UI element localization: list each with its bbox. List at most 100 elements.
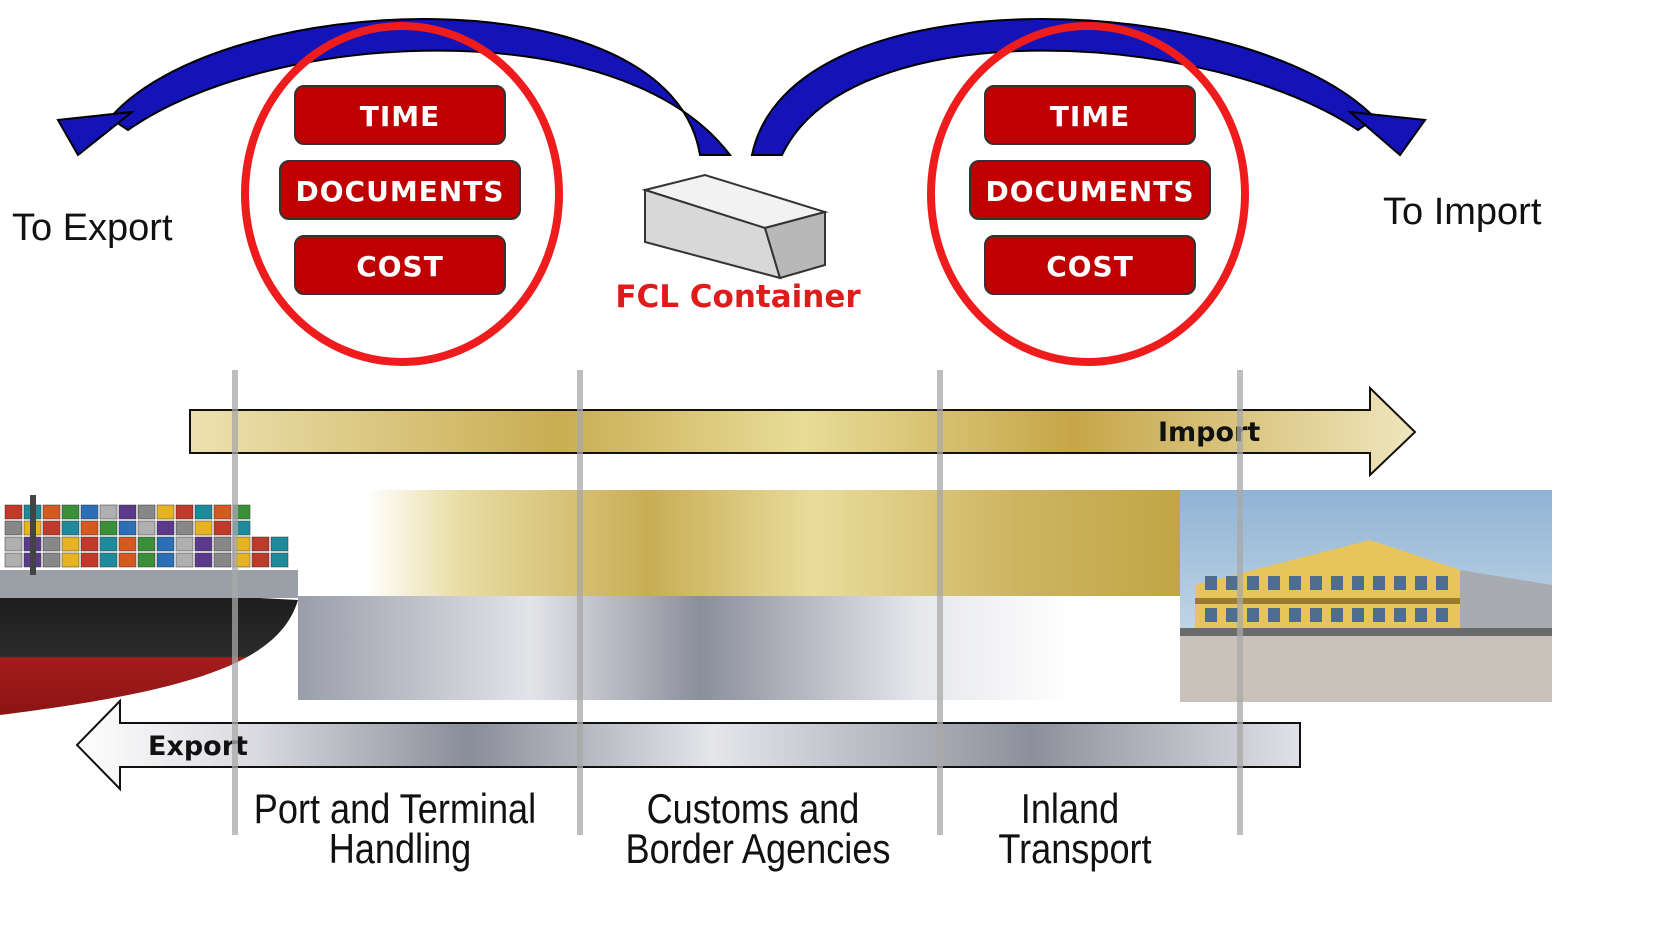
ship-container-block <box>175 504 194 520</box>
export-arrow <box>75 698 1301 792</box>
ship-container-block <box>118 552 137 568</box>
warehouse-image <box>1180 490 1552 702</box>
to-export-label: To Export <box>12 207 173 249</box>
export-arrow-label: Export <box>148 731 248 762</box>
stage-dividers <box>232 370 1243 835</box>
import-arrow-label: Import <box>1158 417 1260 448</box>
ship-container-block <box>137 504 156 520</box>
warehouse-window <box>1268 576 1280 590</box>
warehouse-window <box>1331 576 1343 590</box>
ship-container-block <box>194 536 213 552</box>
ship-container-block <box>175 552 194 568</box>
warehouse-window <box>1373 576 1385 590</box>
warehouse-window <box>1415 576 1427 590</box>
ship-container-block <box>61 504 80 520</box>
ship-container-block <box>270 552 289 568</box>
ship-container-block <box>4 552 23 568</box>
warehouse-window <box>1226 608 1238 622</box>
warehouse-window <box>1205 608 1217 622</box>
stage-inland-line2: Transport <box>998 827 1151 873</box>
warehouse-window <box>1289 608 1301 622</box>
to-import-label: To Import <box>1383 191 1542 233</box>
stage-divider <box>577 370 583 835</box>
ship-container-block <box>61 552 80 568</box>
stage-label-customs: Customs and Border Agencies <box>626 787 891 873</box>
warehouse-window <box>1436 608 1448 622</box>
stage-port-line1: Port and Terminal <box>254 787 536 833</box>
warehouse-window <box>1415 608 1427 622</box>
gold-band <box>365 490 1180 596</box>
warehouse-window <box>1373 608 1385 622</box>
stage-divider <box>232 370 238 835</box>
silver-band <box>298 596 1073 700</box>
ship-container-block <box>156 520 175 536</box>
stage-customs-line2: Border Agencies <box>626 827 891 873</box>
warehouse-window <box>1289 576 1301 590</box>
ship-container-block <box>4 520 23 536</box>
stage-label-inland: Inland Transport <box>998 787 1151 873</box>
ship-container-block <box>42 504 61 520</box>
ship-container-block <box>156 552 175 568</box>
warehouse-window <box>1394 576 1406 590</box>
ship-container-block <box>137 520 156 536</box>
ship-container-block <box>61 520 80 536</box>
ship-container-block <box>137 552 156 568</box>
stage-divider <box>1237 370 1243 835</box>
stage-port-line2: Handling <box>329 827 472 873</box>
import-arrow <box>189 385 1417 478</box>
warehouse-window <box>1247 608 1259 622</box>
warehouse-window <box>1436 576 1448 590</box>
right-cost-box <box>984 235 1196 295</box>
left-documents-box <box>279 160 521 220</box>
ship-container-block <box>270 536 289 552</box>
ship-container-block <box>213 520 232 536</box>
ship-container-block <box>137 536 156 552</box>
warehouse-window <box>1352 576 1364 590</box>
left-cost-box <box>294 235 506 295</box>
stage-customs-line1: Customs and <box>647 787 860 833</box>
ship-container-block <box>4 504 23 520</box>
stage-inland-line1: Inland <box>1021 787 1119 833</box>
warehouse-window <box>1268 608 1280 622</box>
warehouse-window <box>1310 576 1322 590</box>
ship-container-block <box>80 520 99 536</box>
fcl-container-icon <box>641 173 829 280</box>
right-documents-box <box>969 160 1211 220</box>
left-documents-label: DOCUMENTS <box>295 175 504 208</box>
left-time-label: TIME <box>360 100 441 133</box>
ship-container-block <box>156 504 175 520</box>
left-red-circle <box>241 22 563 366</box>
ship-container-block <box>194 504 213 520</box>
ship-container-block <box>118 536 137 552</box>
ship-container-block <box>251 552 270 568</box>
right-documents-label: DOCUMENTS <box>985 175 1194 208</box>
warehouse-window <box>1352 608 1364 622</box>
ship-container-block <box>99 536 118 552</box>
right-factor-group: TIME DOCUMENTS COST <box>927 22 1249 366</box>
ship-container-block <box>99 520 118 536</box>
ship-container-block <box>156 536 175 552</box>
ship-container-block <box>175 520 194 536</box>
to-import-curve-arrow <box>750 18 1427 157</box>
warehouse-window <box>1394 608 1406 622</box>
warehouse-window <box>1205 576 1217 590</box>
warehouse-window <box>1310 608 1322 622</box>
ship-container-block <box>213 504 232 520</box>
right-time-box <box>984 85 1196 145</box>
ship-container-block <box>4 536 23 552</box>
left-cost-label: COST <box>356 250 444 283</box>
ship-container-block <box>194 520 213 536</box>
right-time-label: TIME <box>1050 100 1131 133</box>
ship-container-block <box>80 504 99 520</box>
ship-container-block <box>80 536 99 552</box>
right-cost-label: COST <box>1046 250 1134 283</box>
stage-label-port: Port and Terminal Handling <box>254 787 546 873</box>
ship-container-block <box>99 552 118 568</box>
ship-container-block <box>42 520 61 536</box>
ship-container-block <box>194 552 213 568</box>
ship-container-block <box>213 536 232 552</box>
ship-container-block <box>99 504 118 520</box>
warehouse-window <box>1226 576 1238 590</box>
left-factor-group: TIME DOCUMENTS COST <box>241 22 563 366</box>
